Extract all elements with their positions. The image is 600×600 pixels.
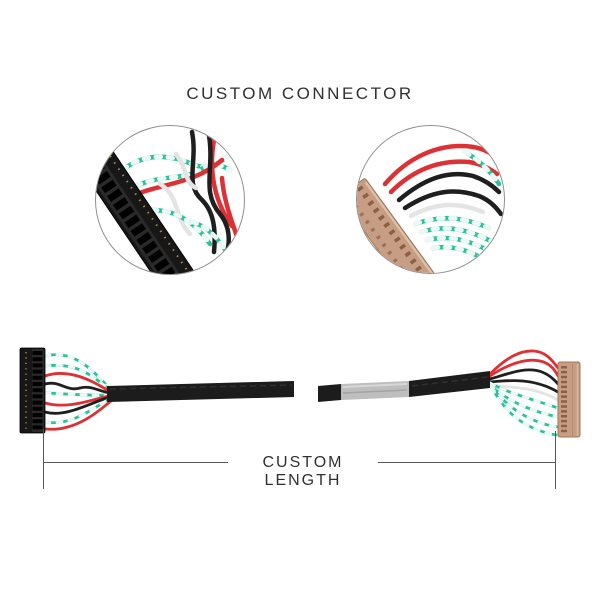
black-pin-header-connector <box>96 150 207 274</box>
pin-contact-row <box>357 196 442 273</box>
pin-holes-row <box>96 162 193 274</box>
silver-wrap-highlight <box>342 383 408 388</box>
sleeve-braid-texture <box>109 384 293 390</box>
connector-edge-highlight <box>364 181 459 273</box>
length-marker-right <box>555 431 556 489</box>
right-end-connector <box>557 361 581 438</box>
cable-sleeve-right <box>409 371 490 397</box>
right-wire-fan <box>488 349 560 437</box>
left-end-connector <box>19 347 46 434</box>
pin-number-markings <box>109 155 202 274</box>
length-marker-left <box>43 429 44 489</box>
custom-connector-title: CUSTOM CONNECTOR <box>186 84 414 103</box>
length-line-left <box>44 462 228 463</box>
left-wire-fan <box>43 353 114 431</box>
left-connector-magnifier <box>95 125 245 275</box>
custom-length-label: CUSTOM LENGTH <box>262 454 344 489</box>
pin-header-detail-illustration <box>96 127 243 274</box>
cable-sleeve-stub <box>318 384 341 402</box>
silver-wrap-shadow <box>342 389 408 394</box>
right-connector-magnifier <box>356 125 505 274</box>
socket-connector-detail-illustration <box>357 143 504 273</box>
sleeve-braid-texture <box>411 376 489 387</box>
cable-assembly <box>19 347 581 438</box>
cable-sleeve-left <box>107 381 294 402</box>
length-line-right <box>378 462 555 463</box>
